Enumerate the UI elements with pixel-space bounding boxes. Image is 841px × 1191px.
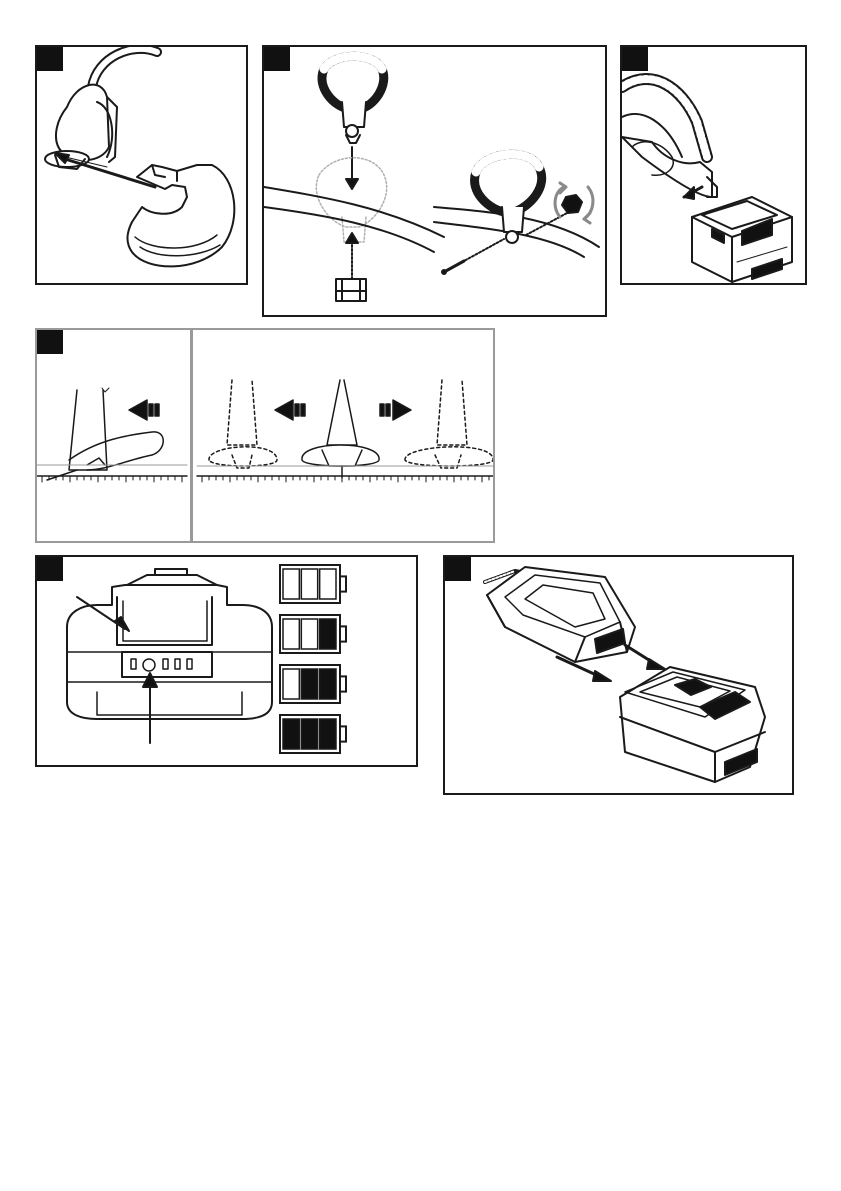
battery-cell <box>283 719 299 749</box>
panel-charger-connect <box>443 555 794 795</box>
arrow-down-left-icon <box>593 671 611 681</box>
panel-cutting-position <box>35 328 495 543</box>
battery-cell <box>283 669 299 699</box>
battery-cell <box>301 569 317 599</box>
trimmer-tilt-right-icon <box>405 380 493 468</box>
charger-connect-illustration <box>445 557 792 793</box>
battery-cell <box>301 619 317 649</box>
battery-level-0-icon <box>280 565 346 603</box>
guard-attach-illustration <box>37 47 246 283</box>
arrow-down-right-icon <box>647 659 665 669</box>
battery-level-3-icon <box>280 715 346 753</box>
knob-icon <box>555 183 593 223</box>
battery-level-1-icon <box>280 615 346 653</box>
battery-cell <box>283 569 299 599</box>
cutting-angle-illustration <box>37 330 493 541</box>
handle-attach-illustration <box>264 47 605 315</box>
trimmer-tilt-left-icon <box>209 380 277 468</box>
panel-handle-fitting <box>262 45 607 317</box>
panel-charge-indicator <box>35 555 418 767</box>
panel-battery-insert <box>620 45 807 285</box>
battery-cell <box>320 619 336 649</box>
panel-guard-fitting <box>35 45 248 285</box>
trimmer-upright-icon <box>302 380 379 478</box>
battery-level-2-icon <box>280 665 346 703</box>
battery-pack-icon <box>692 197 792 282</box>
handle-top-icon <box>322 56 384 143</box>
battery-cell <box>320 669 336 699</box>
battery-insert-illustration <box>622 47 805 283</box>
battery-cell <box>320 569 336 599</box>
charger-adapter-icon <box>485 567 635 662</box>
battery-level-stack <box>37 557 416 765</box>
battery-cell <box>320 719 336 749</box>
charger-base-icon <box>620 667 765 782</box>
battery-cell <box>301 719 317 749</box>
battery-cell <box>301 669 317 699</box>
battery-cell <box>283 619 299 649</box>
handle-right-icon <box>475 154 542 243</box>
